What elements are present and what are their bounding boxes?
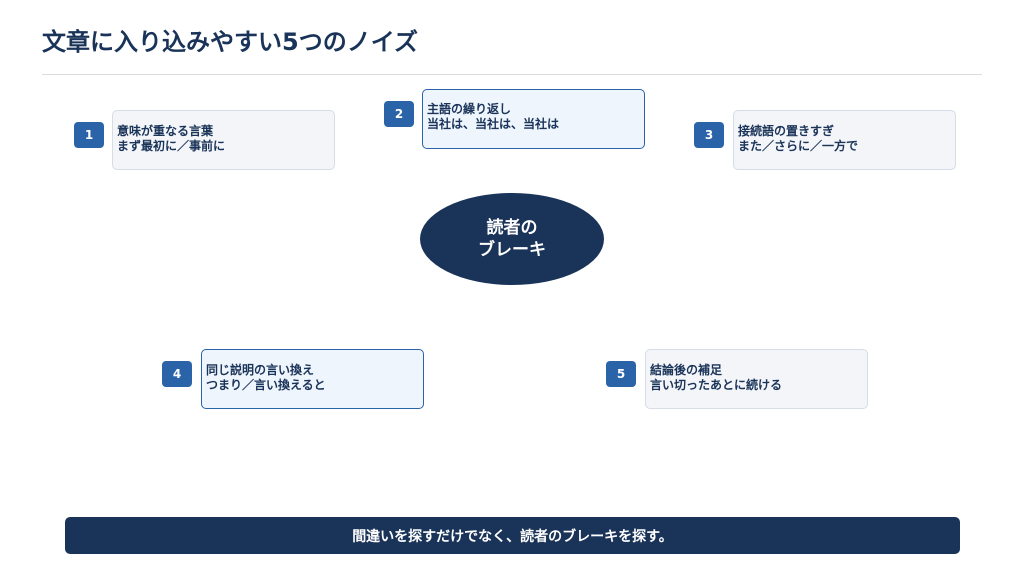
noise-number-badge-3: 3: [694, 122, 724, 148]
center-node-line1: 読者の: [486, 218, 538, 238]
noise-name-5: 結論後の補足: [650, 363, 723, 377]
noise-number-badge-5: 5: [606, 361, 636, 387]
noise-number-badge-1: 1: [74, 122, 104, 148]
noise-example-5: 言い切ったあとに続ける: [650, 378, 783, 392]
noise-card-3: 接続語の置きすぎ また／さらに／一方で: [733, 110, 956, 170]
noise-example-1: まず最初に／事前に: [117, 139, 226, 153]
noise-card-1: 意味が重なる言葉 まず最初に／事前に: [112, 110, 335, 170]
noise-number-badge-2: 2: [384, 101, 414, 127]
noise-name-1: 意味が重なる言葉: [117, 124, 214, 138]
noise-name-2: 主語の繰り返し: [427, 102, 512, 116]
noise-example-4: つまり／言い換えると: [206, 378, 326, 392]
noise-example-2: 当社は、当社は、当社は: [427, 117, 560, 131]
center-node-reader-brake: 読者の ブレーキ: [420, 193, 604, 285]
center-node-line2: ブレーキ: [478, 240, 546, 260]
footer-message-bar: 間違いを探すだけでなく、読者のブレーキを探す。: [65, 517, 960, 554]
noise-card-4: 同じ説明の言い換え つまり／言い換えると: [201, 349, 424, 409]
page-title: 文章に入り込みやすい5つのノイズ: [42, 28, 418, 56]
noise-number-badge-4: 4: [162, 361, 192, 387]
noise-example-3: また／さらに／一方で: [738, 139, 859, 153]
noise-name-4: 同じ説明の言い換え: [206, 363, 315, 377]
noise-card-5: 結論後の補足 言い切ったあとに続ける: [645, 349, 868, 409]
noise-card-2: 主語の繰り返し 当社は、当社は、当社は: [422, 89, 645, 149]
title-divider: [42, 74, 982, 75]
noise-name-3: 接続語の置きすぎ: [738, 124, 835, 138]
